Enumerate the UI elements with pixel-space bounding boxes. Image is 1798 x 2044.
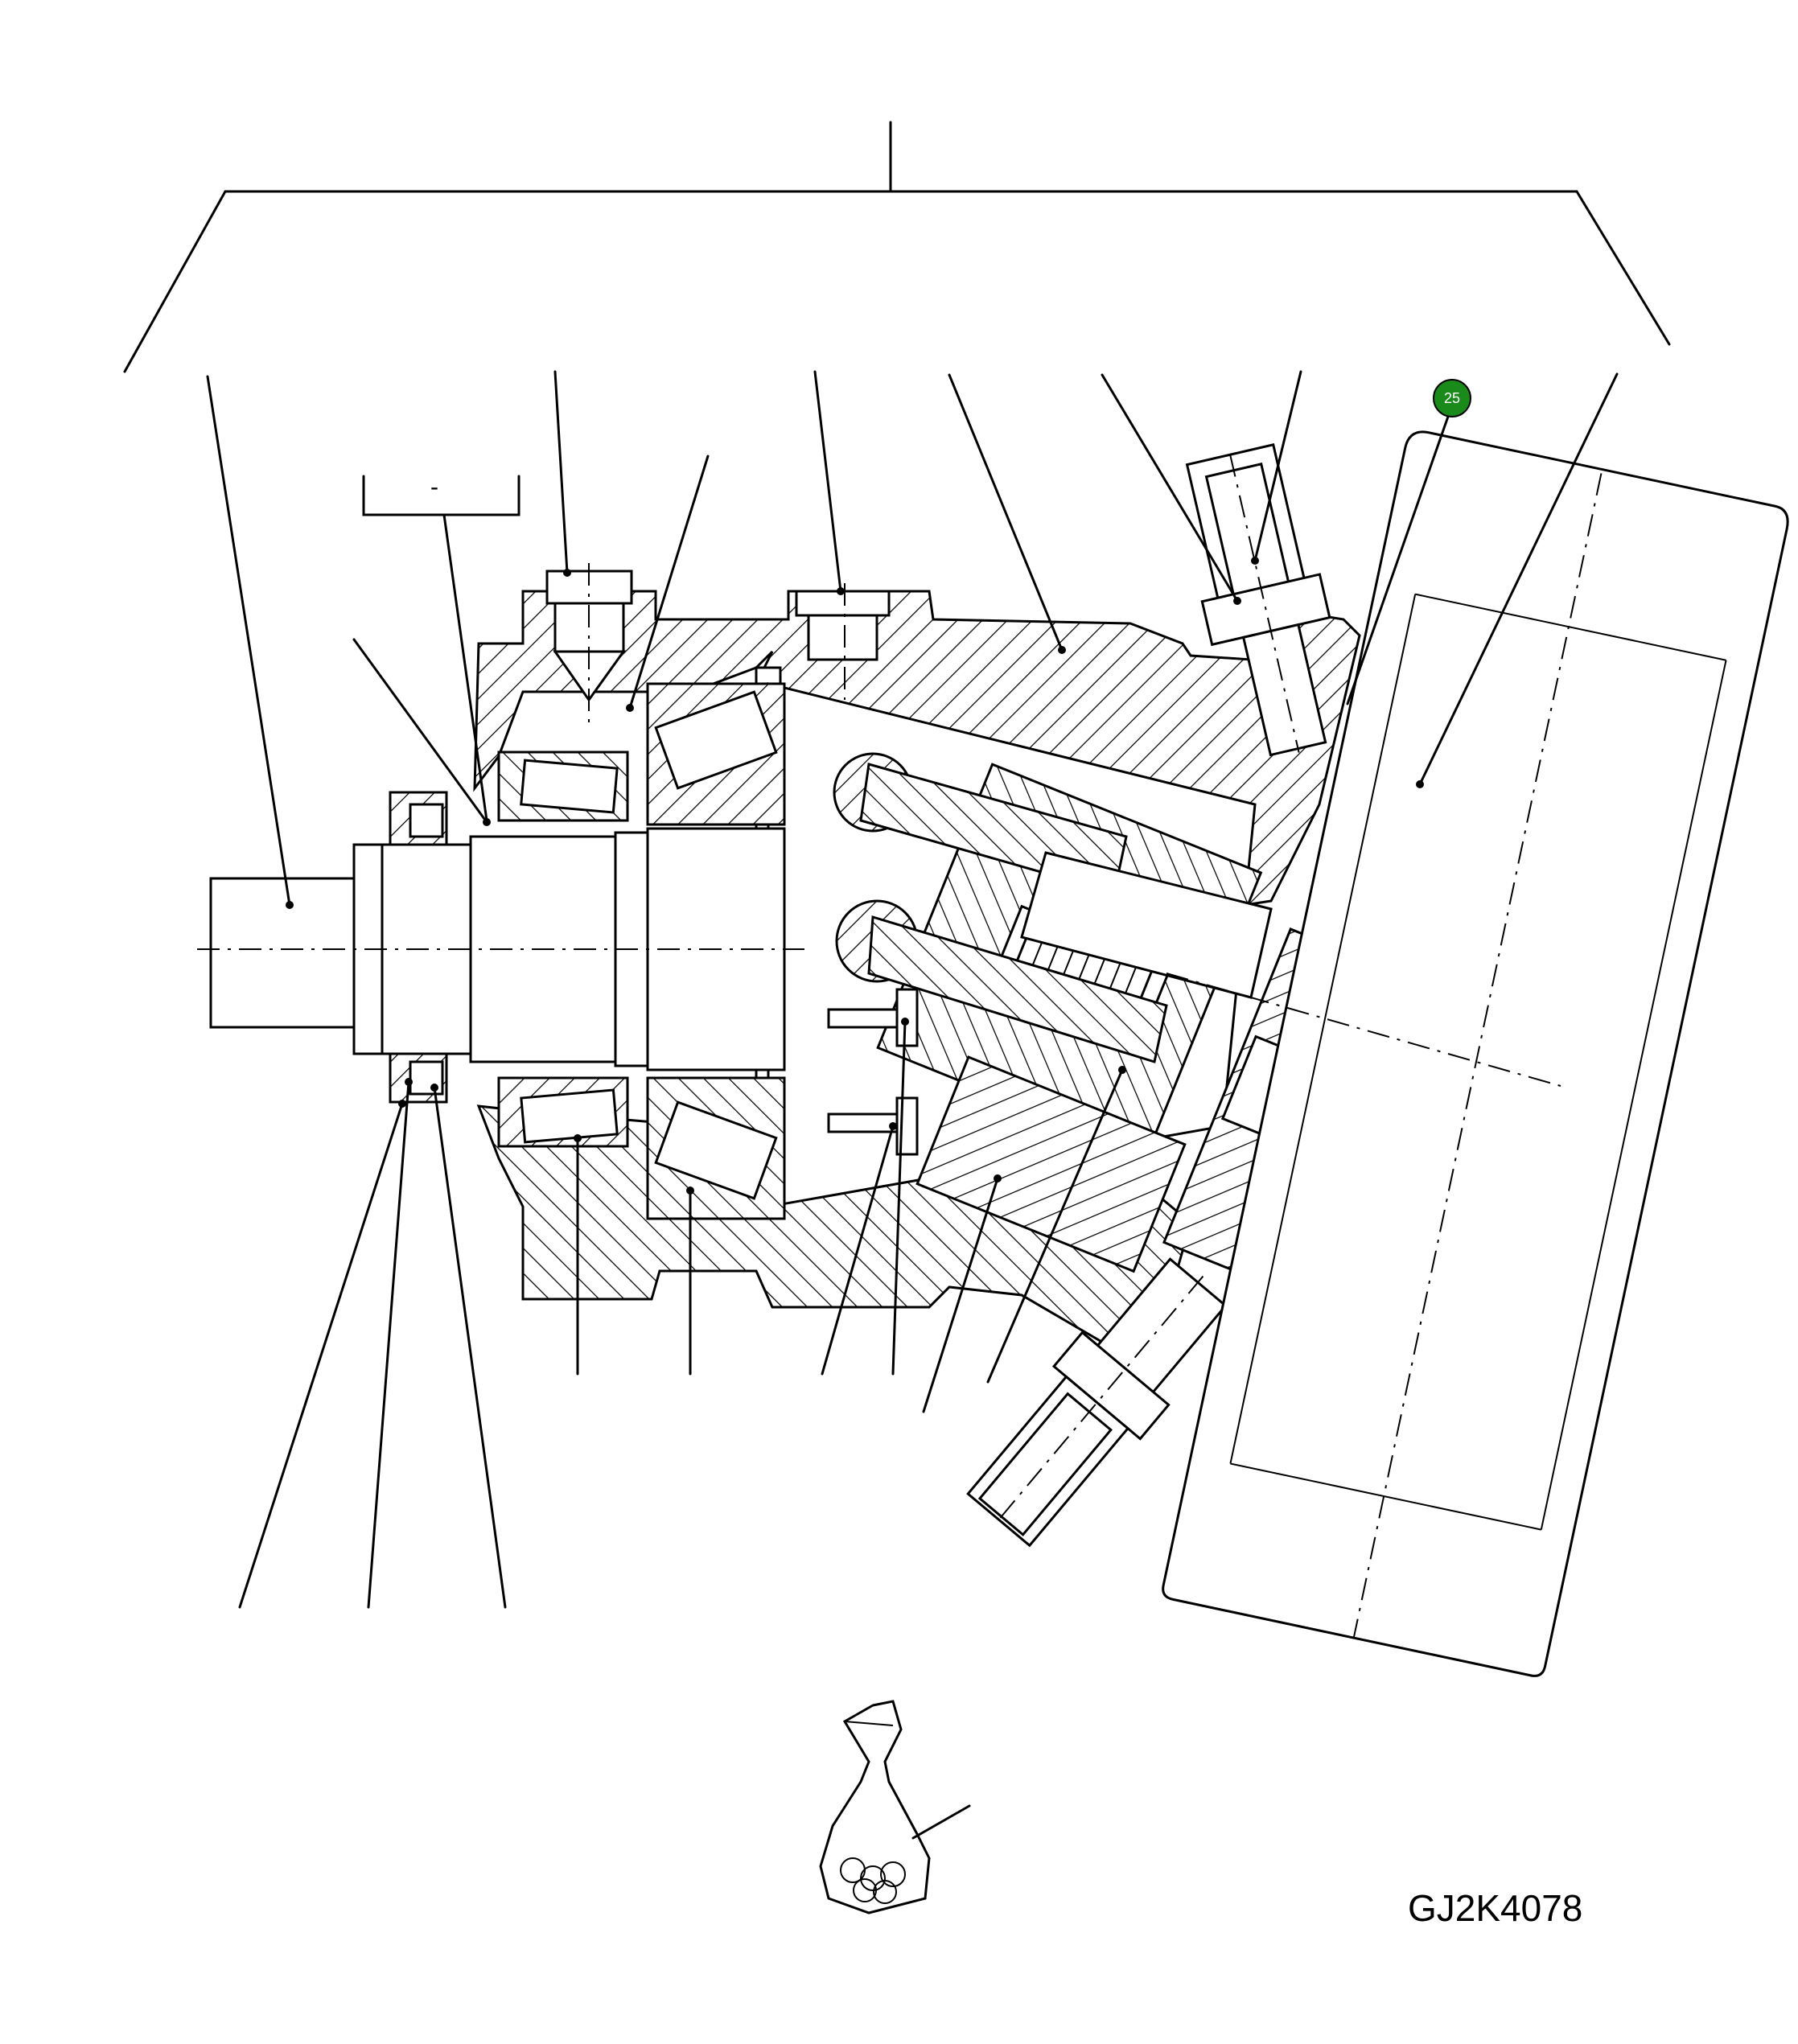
- roller-bearing-front: [497, 751, 629, 1148]
- rear-cover: [1162, 430, 1789, 1677]
- leader-lines-upper: [206, 370, 1619, 909]
- reference-box-label: -: [430, 474, 438, 500]
- drive-shaft: [197, 827, 804, 1071]
- housing-screw-2: [795, 583, 891, 700]
- reference-box: -: [362, 474, 520, 516]
- seal-kit-bag: [819, 1700, 971, 1914]
- valve-segment: [915, 1055, 1187, 1273]
- leader-lines-lower: [238, 1018, 1126, 1609]
- piston-lower: [835, 899, 1168, 1063]
- assembly-bracket: [123, 121, 1671, 373]
- adjustment-screw-lower: [966, 1257, 1228, 1548]
- housing-screw-1: [545, 563, 633, 724]
- callout-badge-25[interactable]: 25: [1433, 379, 1471, 417]
- piston-upper: [833, 752, 1273, 999]
- callout-badge-label: 25: [1444, 390, 1460, 406]
- drawing-code: GJ2K4078: [1408, 1887, 1582, 1929]
- roller-bearing-rear: [646, 682, 786, 1220]
